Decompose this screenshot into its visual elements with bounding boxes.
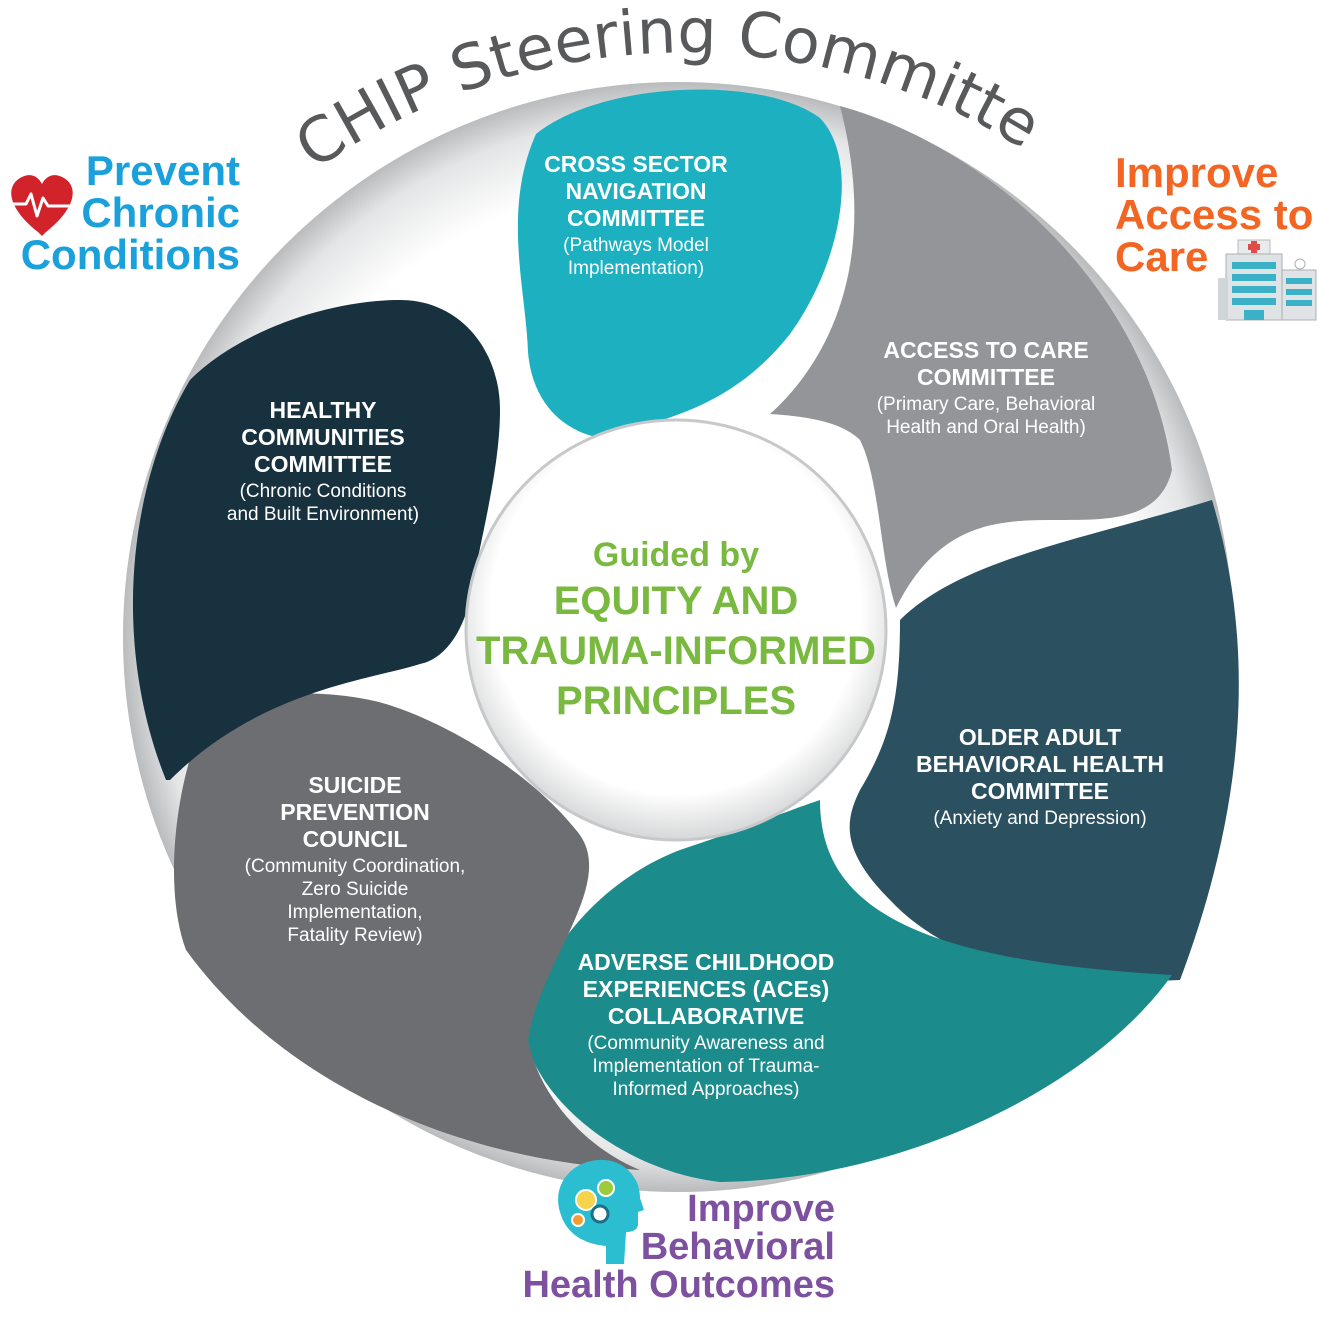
segment-aces-desc-2: Implementation of Trauma-: [592, 1056, 819, 1077]
segment-older-desc-1: (Anxiety and Depression): [933, 808, 1146, 829]
head-gears-icon: [558, 1159, 644, 1264]
segment-older: [849, 500, 1239, 982]
segment-suicide-desc-3: Implementation,: [287, 902, 422, 923]
segment-cross-desc-1: (Pathways Model: [563, 235, 709, 256]
goal-access-line-1: Improve: [1115, 149, 1279, 196]
goal-behavioral-line-3: Health Outcomes: [522, 1264, 835, 1306]
center-line-2: TRAUMA-INFORMED: [476, 629, 876, 673]
segment-cross: [517, 89, 842, 438]
segment-healthy: [132, 300, 500, 780]
segment-access: [770, 106, 1172, 608]
segment-aces-title-3: COLLABORATIVE: [608, 1003, 804, 1029]
goal-behavioral-line-1: Improve: [687, 1188, 835, 1230]
goal-behavioral-line-2: Behavioral: [640, 1226, 835, 1268]
segment-suicide-desc-1: (Community Coordination,: [245, 856, 466, 877]
goal-chronic-line-2: Chronic: [81, 189, 240, 236]
segment-older-title-1: OLDER ADULT: [959, 724, 1121, 750]
segment-aces-title-1: ADVERSE CHILDHOOD: [578, 949, 835, 975]
goal-access-line-2: Access to: [1115, 191, 1314, 238]
segment-suicide-desc-4: Fatality Review): [287, 925, 422, 946]
segment-access-title-2: COMMITTEE: [917, 364, 1055, 390]
segment-aces-desc-1: (Community Awareness and: [587, 1033, 824, 1054]
segment-healthy-title-1: HEALTHY: [270, 397, 377, 423]
segment-suicide-title-3: COUNCIL: [303, 826, 408, 852]
segment-healthy-desc-1: (Chronic Conditions: [240, 481, 407, 502]
goal-chronic-line-1: Prevent: [85, 147, 240, 194]
heart-pulse-icon: [8, 175, 76, 236]
segment-healthy-title-2: COMMUNITIES: [241, 424, 405, 450]
segment-cross-title-2: NAVIGATION: [566, 178, 707, 204]
segment-aces: [526, 800, 1172, 1182]
segment-healthy-title-3: COMMITTEE: [254, 451, 392, 477]
segment-cross-desc-2: Implementation): [568, 258, 704, 279]
goal-prevent-chronic-conditions: Prevent Chronic Conditions: [18, 150, 240, 276]
segment-access-title-1: ACCESS TO CARE: [883, 337, 1088, 363]
goal-chronic-line-3: Conditions: [20, 231, 240, 278]
segment-suicide: [173, 693, 640, 1170]
hospital-icon: [1218, 239, 1317, 321]
segment-older-title-3: COMMITTEE: [971, 778, 1109, 804]
segment-suicide-desc-2: Zero Suicide: [302, 879, 409, 900]
center-line-3: PRINCIPLES: [556, 679, 796, 723]
segment-older-title-2: BEHAVIORAL HEALTH: [916, 751, 1164, 777]
center-circle: [464, 418, 888, 842]
segment-healthy-desc-2: and Built Environment): [227, 504, 419, 525]
goal-access-line-3: Care: [1115, 233, 1209, 280]
segment-aces-desc-3: Informed Approaches): [613, 1079, 800, 1100]
segment-suicide-title-1: SUICIDE: [308, 772, 401, 798]
segment-cross-title-3: COMMITTEE: [567, 205, 705, 231]
segment-aces-title-2: EXPERIENCES (ACEs): [583, 976, 830, 1002]
center-line-1: EQUITY AND: [554, 579, 798, 623]
goal-improve-behavioral-health: Improve Behavioral Health Outcomes: [520, 1190, 835, 1304]
segment-access-desc-2: Health and Oral Health): [886, 417, 1086, 438]
center-lead: Guided by: [593, 536, 759, 574]
goal-improve-access-to-care: Improve Access to Care: [1115, 152, 1325, 278]
segment-cross-title-1: CROSS SECTOR: [544, 151, 728, 177]
segment-access-desc-1: (Primary Care, Behavioral: [877, 394, 1096, 415]
segment-suicide-title-2: PREVENTION: [280, 799, 430, 825]
